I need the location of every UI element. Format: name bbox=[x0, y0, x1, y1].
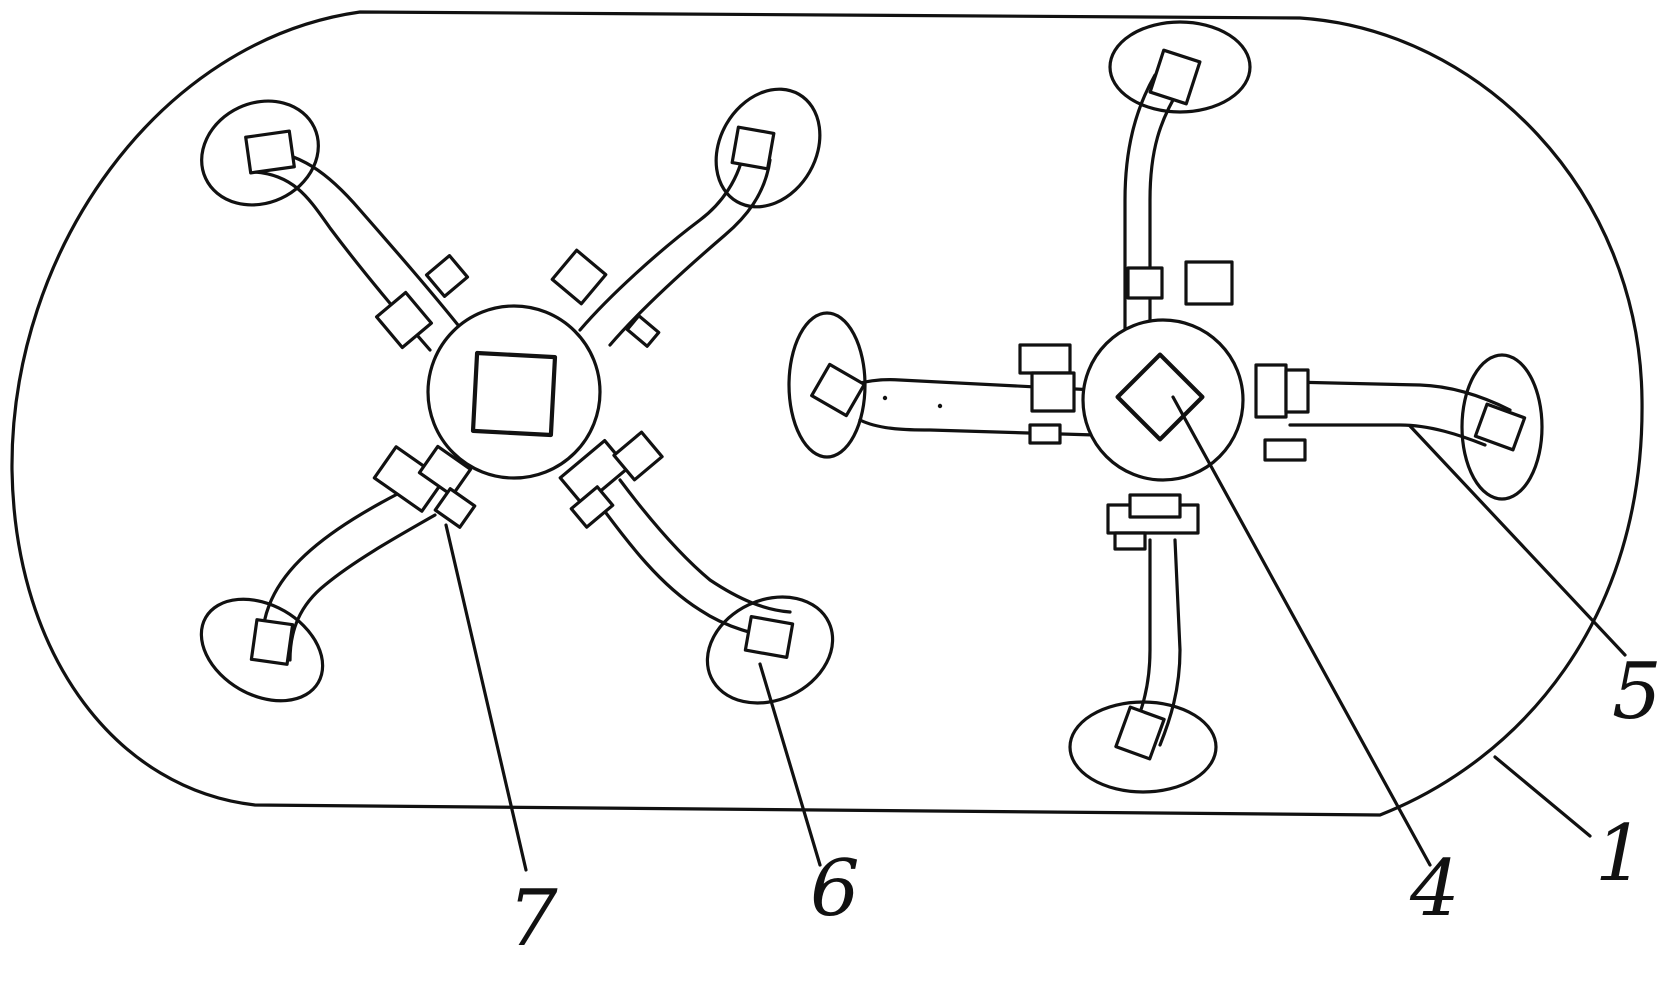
arm-lower-left-edge bbox=[288, 513, 437, 662]
label-5: 5 bbox=[1612, 647, 1662, 737]
right-assembly bbox=[787, 20, 1544, 794]
arm-left-edge bbox=[858, 418, 1097, 437]
suction-pad-bottom bbox=[1068, 700, 1218, 794]
suction-pad-lower-right bbox=[705, 595, 835, 705]
left-assembly bbox=[199, 87, 835, 705]
suction-pad-upper-right bbox=[714, 87, 822, 209]
arm-bottom-edge bbox=[1158, 538, 1182, 747]
label-1: 1 bbox=[1595, 809, 1645, 899]
leader-7 bbox=[444, 523, 528, 872]
arm-upper-right-edge bbox=[608, 158, 772, 347]
arm-right bbox=[1288, 380, 1512, 412]
arm-tip-upper-right bbox=[730, 125, 776, 171]
clamps-left bbox=[372, 248, 664, 529]
hub-right-diamond bbox=[1115, 352, 1205, 442]
arm-tip-top bbox=[1148, 48, 1202, 106]
arm-tip-upper-left bbox=[244, 129, 296, 175]
arm-upper-right bbox=[578, 143, 747, 332]
hub-left-square bbox=[470, 350, 558, 438]
suction-pad-left bbox=[787, 311, 867, 459]
suction-pad-lower-left bbox=[199, 597, 325, 703]
label-7: 7 bbox=[508, 874, 558, 964]
hub-left bbox=[426, 304, 602, 480]
leader-5 bbox=[1408, 424, 1627, 657]
suction-pad-right bbox=[1460, 353, 1544, 501]
label-6: 6 bbox=[810, 844, 860, 934]
callout-labels: 7 6 4 5 1 bbox=[508, 647, 1662, 964]
arm-top-edge bbox=[1123, 73, 1157, 342]
arm-right-edge bbox=[1288, 423, 1487, 447]
arm-tip-left bbox=[810, 362, 866, 418]
suction-pad-top bbox=[1108, 20, 1252, 114]
suction-pad-upper-left bbox=[200, 99, 320, 207]
hub-right bbox=[1081, 318, 1245, 482]
base-plate-outline bbox=[10, 10, 1644, 817]
leader-4 bbox=[1171, 395, 1432, 867]
clamps-right bbox=[1018, 260, 1310, 551]
arm-tip-lower-left bbox=[249, 618, 295, 666]
leader-lines bbox=[444, 395, 1627, 872]
leader-1 bbox=[1493, 755, 1592, 838]
arm-top bbox=[1148, 86, 1182, 342]
arm-tip-right bbox=[1473, 402, 1527, 452]
arm-tip-lower-right bbox=[743, 615, 795, 659]
label-4: 4 bbox=[1409, 844, 1460, 934]
leader-6 bbox=[758, 662, 822, 867]
arm-lower-right-edge bbox=[618, 478, 792, 614]
arm-upper-left bbox=[248, 146, 464, 332]
arm-tip-bottom bbox=[1114, 705, 1166, 761]
